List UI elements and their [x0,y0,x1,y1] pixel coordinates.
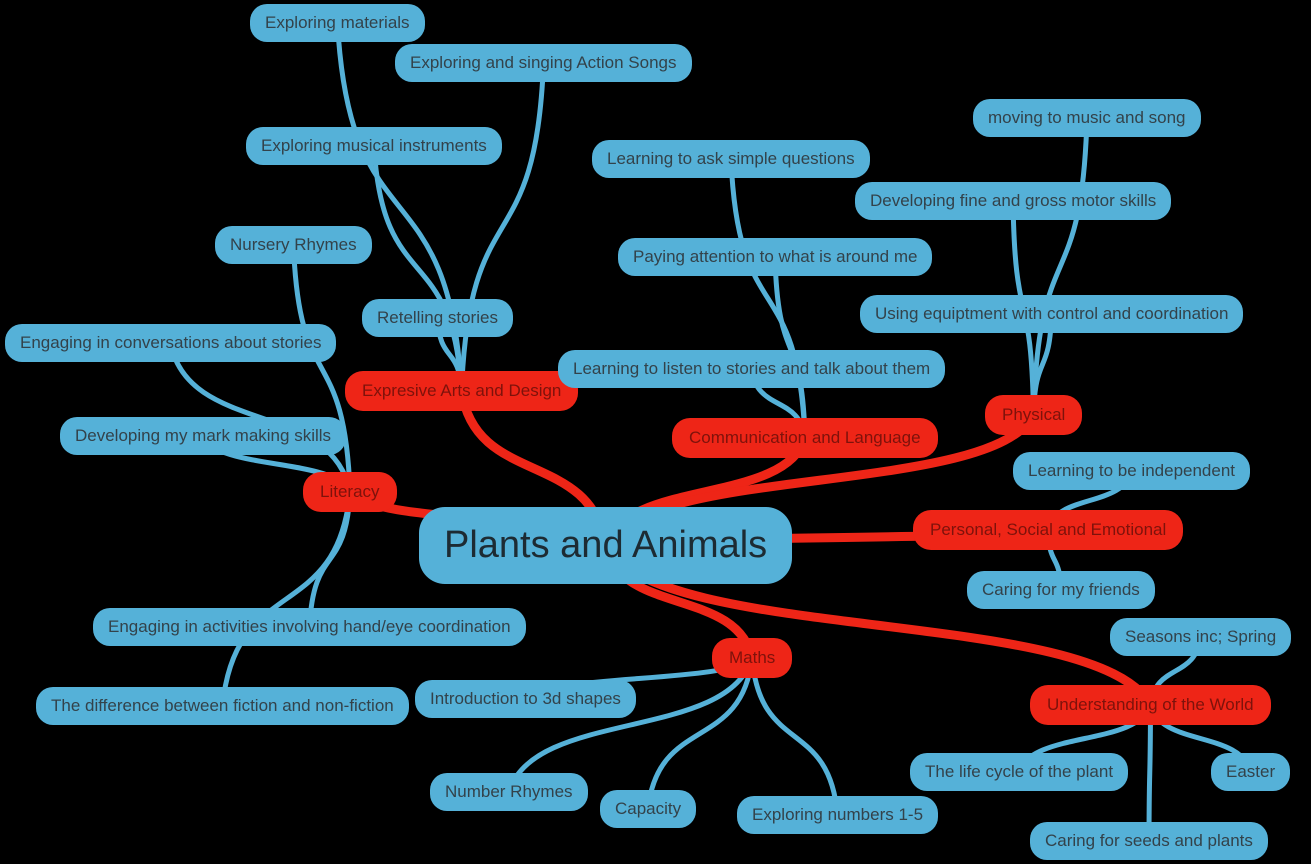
topic-caring-friends[interactable]: Caring for my friends [967,571,1155,610]
edge-number-rhymes [506,655,755,795]
topic-seasons[interactable]: Seasons inc; Spring [1110,618,1292,657]
topic-nursery-rhymes[interactable]: Nursery Rhymes [215,226,372,265]
edge-nursery-rhymes [291,242,353,495]
topic-number-rhymes[interactable]: Number Rhymes [430,773,588,812]
edge-caring-seeds [1146,702,1153,844]
topic-listen-stories[interactable]: Learning to listen to stories and talk a… [558,350,946,389]
topic-maths[interactable]: Maths [712,638,793,679]
edge-musical-instruments [371,143,464,394]
edge-exploring-numbers [749,655,840,818]
edge-moving-music [1031,115,1090,418]
topic-caring-seeds[interactable]: Caring for seeds and plants [1030,822,1268,861]
topic-shapes-3d[interactable]: Introduction to 3d shapes [415,680,636,719]
topic-personal-social[interactable]: Personal, Social and Emotional [913,510,1184,551]
topic-ask-questions[interactable]: Learning to ask simple questions [592,140,870,179]
topic-physical[interactable]: Physical [985,395,1083,436]
topic-mark-making[interactable]: Developing my mark making skills [60,417,347,456]
topic-exploring-materials[interactable]: Exploring materials [250,4,425,43]
edge-capacity [645,655,755,812]
topic-motor-skills[interactable]: Developing fine and gross motor skills [855,182,1172,221]
topic-understanding-world[interactable]: Understanding of the World [1030,685,1271,726]
topic-expressive-arts[interactable]: Expresive Arts and Design [345,371,579,412]
edge-action-songs [459,60,546,394]
topic-action-songs[interactable]: Exploring and singing Action Songs [395,44,692,83]
topic-exploring-numbers[interactable]: Exploring numbers 1-5 [737,796,939,835]
topic-capacity[interactable]: Capacity [600,790,697,829]
topic-hand-eye[interactable]: Engaging in activities involving hand/ey… [93,608,526,647]
topic-moving-music[interactable]: moving to music and song [973,99,1201,138]
topic-retelling-stories[interactable]: Retelling stories [362,299,513,338]
topic-fiction-nonfiction[interactable]: The difference between fiction and non-f… [36,687,409,726]
topic-conversations-about-stories[interactable]: Engaging in conversations about stories [5,324,337,363]
edge-fiction-nonfiction [220,489,353,709]
topic-life-cycle[interactable]: The life cycle of the plant [910,753,1129,792]
topic-independent[interactable]: Learning to be independent [1013,452,1251,491]
topic-center[interactable]: Plants and Animals [419,507,793,585]
edge-paying-attention [772,254,808,441]
topic-equipment[interactable]: Using equiptment with control and coordi… [860,295,1244,334]
topic-easter[interactable]: Easter [1211,753,1291,792]
topic-literacy[interactable]: Literacy [303,472,397,513]
topic-musical-instruments[interactable]: Exploring musical instruments [246,127,502,166]
topic-paying-attention[interactable]: Paying attention to what is around me [618,238,933,277]
topic-communication-language[interactable]: Communication and Language [672,418,938,459]
